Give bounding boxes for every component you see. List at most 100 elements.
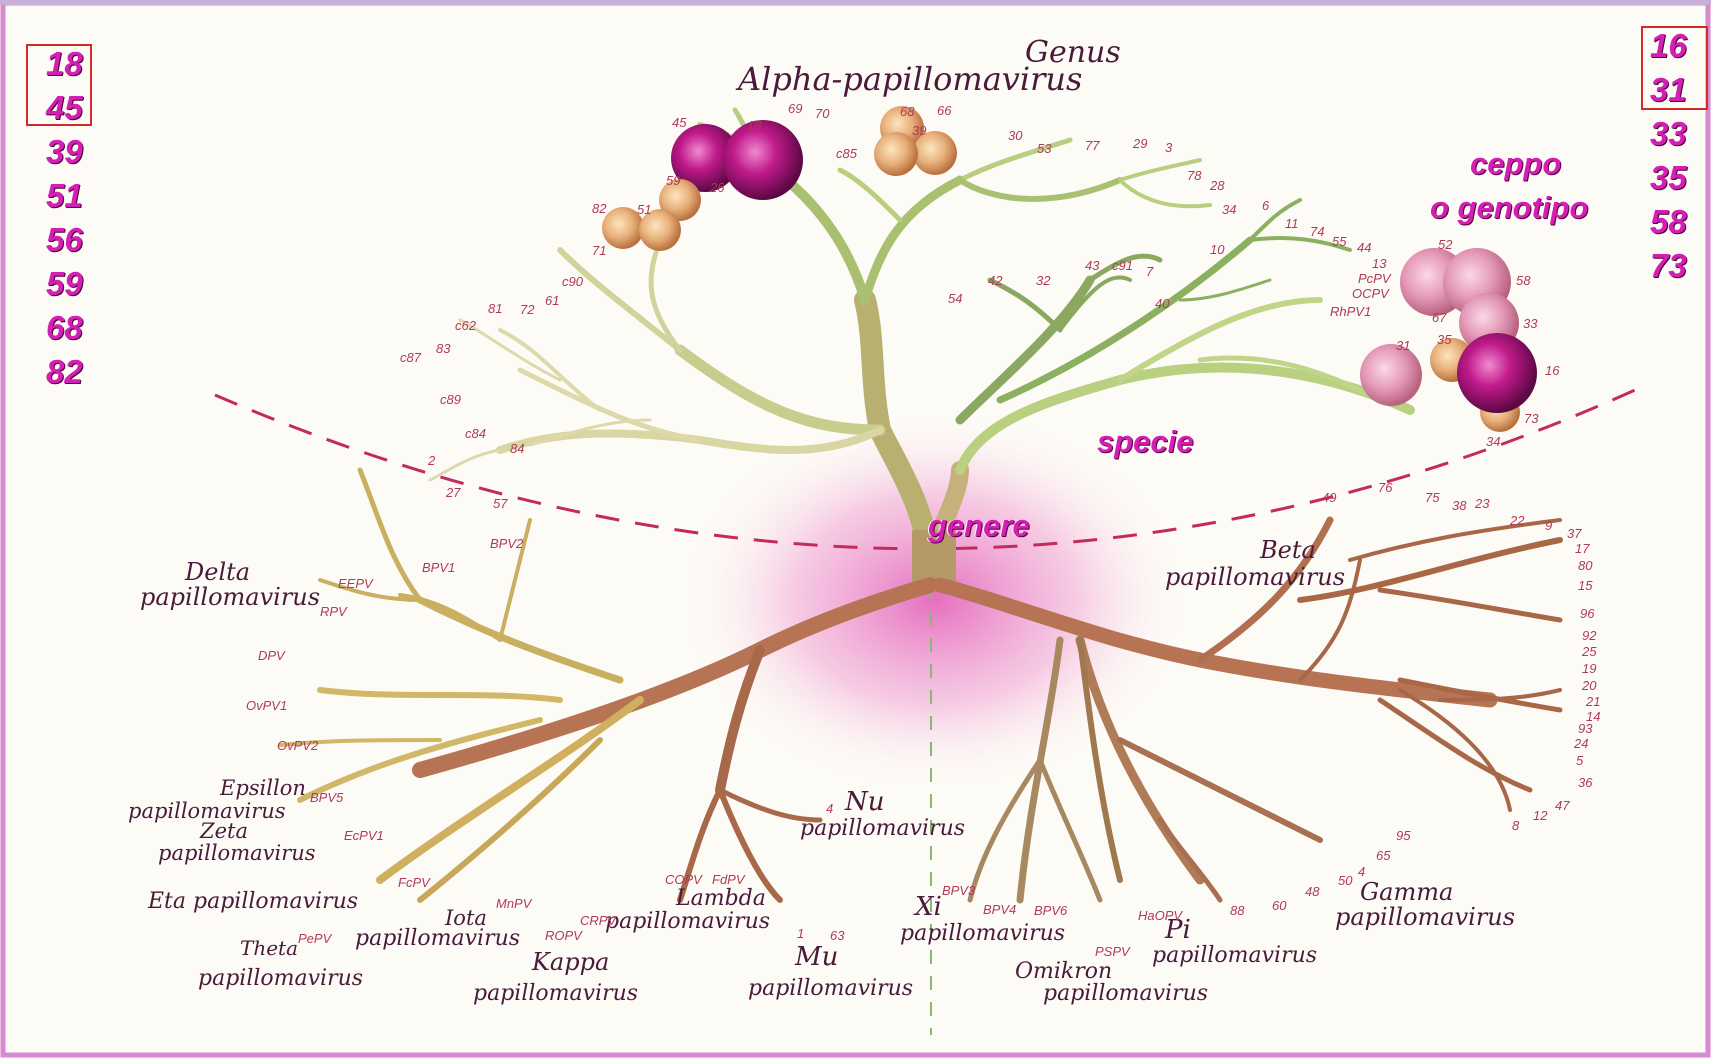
type-num: 36 bbox=[1578, 775, 1593, 790]
genotype-label: o genotipo bbox=[1430, 190, 1588, 226]
left-type-item: 18 bbox=[46, 42, 83, 86]
type-num: BPV3 bbox=[942, 883, 976, 898]
beta-label-2: papillomavirus bbox=[1165, 563, 1345, 591]
zeta-label-2: papillomavirus bbox=[158, 841, 316, 865]
type-num: 63 bbox=[830, 928, 845, 943]
type-num: c89 bbox=[440, 392, 461, 407]
type-num: 34 bbox=[1486, 434, 1500, 449]
type-num: PSPV bbox=[1095, 944, 1131, 959]
type-num: 68 bbox=[900, 104, 915, 119]
type-num: 95 bbox=[1396, 828, 1411, 843]
type-num: 96 bbox=[1580, 606, 1595, 621]
alpha-branches bbox=[430, 110, 1410, 555]
type-num: 17 bbox=[1575, 541, 1590, 556]
type-num: 52 bbox=[1438, 237, 1453, 252]
right-type-item: 35 bbox=[1650, 156, 1687, 200]
type-num: 65 bbox=[1376, 848, 1391, 863]
type-num: 11 bbox=[1285, 216, 1299, 231]
type-num: 84 bbox=[510, 441, 524, 456]
type-num: c84 bbox=[465, 426, 486, 441]
type-num: c87 bbox=[400, 350, 422, 365]
alpha-label: Alpha-papillomavirus bbox=[735, 60, 1082, 98]
type-num: 77 bbox=[1085, 138, 1100, 153]
type-num: 10 bbox=[1210, 242, 1225, 257]
type-num: 37 bbox=[1567, 526, 1582, 541]
type-num: 71 bbox=[592, 243, 606, 258]
type-num: RPV bbox=[320, 604, 348, 619]
type-num: 23 bbox=[1474, 496, 1490, 511]
genus-label: genere bbox=[928, 508, 1030, 544]
right-type-item: 33 bbox=[1650, 112, 1687, 156]
type-num: 92 bbox=[1582, 628, 1597, 643]
type-num: 20 bbox=[1581, 678, 1597, 693]
type-num: 50 bbox=[1338, 873, 1353, 888]
type-num: 16 bbox=[1545, 363, 1560, 378]
type-num: 35 bbox=[1437, 332, 1452, 347]
type-num: EEPV bbox=[338, 576, 374, 591]
nu-label-1: Nu bbox=[844, 787, 885, 817]
type-num: CRPV bbox=[580, 913, 617, 928]
top-strip bbox=[0, 0, 1711, 5]
type-num: 43 bbox=[1085, 258, 1100, 273]
type-num: 32 bbox=[1036, 273, 1051, 288]
zeta-label-1: Zeta bbox=[199, 819, 248, 843]
right-type-list: 16 31 33 35 58 73 bbox=[1650, 24, 1687, 288]
type-num: 34 bbox=[1222, 202, 1236, 217]
type-num: 40 bbox=[1155, 296, 1170, 311]
type-num: 49 bbox=[1322, 490, 1336, 505]
type-num: 15 bbox=[1578, 578, 1593, 593]
gamma-label-1: Gamma bbox=[1360, 878, 1453, 906]
type-num: 67 bbox=[1432, 310, 1447, 325]
type-num: 39 bbox=[912, 123, 926, 138]
type-num: 70 bbox=[815, 106, 830, 121]
nu-label-2: papillomavirus bbox=[800, 816, 965, 841]
gamma-label-2: papillomavirus bbox=[1335, 903, 1515, 931]
type-num: PcPV bbox=[1358, 271, 1392, 286]
theta-label-1: Theta bbox=[240, 936, 298, 960]
iota-label-2: papillomavirus bbox=[355, 926, 520, 951]
type-num: 48 bbox=[1305, 884, 1320, 899]
type-num: 26 bbox=[709, 180, 725, 195]
type-num: c85 bbox=[836, 146, 858, 161]
type-num: BPV1 bbox=[422, 560, 455, 575]
type-num: 66 bbox=[937, 103, 952, 118]
type-num: 53 bbox=[1037, 141, 1052, 156]
epsilon-label-1: Epsillon bbox=[219, 776, 306, 800]
type-num: 3 bbox=[1165, 140, 1173, 155]
type-num: 72 bbox=[520, 302, 535, 317]
type-num: ROPV bbox=[545, 928, 583, 943]
type-num: 21 bbox=[1585, 694, 1600, 709]
right-type-item: 31 bbox=[1650, 68, 1687, 112]
type-num: 83 bbox=[436, 341, 451, 356]
mu-label-2: papillomavirus bbox=[748, 976, 913, 1001]
type-num: 33 bbox=[1523, 316, 1538, 331]
type-num: EcPV1 bbox=[344, 828, 384, 843]
type-num: c62 bbox=[455, 318, 477, 333]
type-num: 13 bbox=[1372, 256, 1387, 271]
type-num: c91 bbox=[1112, 258, 1133, 273]
type-num: 69 bbox=[788, 101, 802, 116]
beta-label-1: Beta bbox=[1259, 536, 1316, 564]
type-num: 7 bbox=[1146, 264, 1154, 279]
type-num: 81 bbox=[488, 301, 502, 316]
type-num: 4 bbox=[826, 801, 833, 816]
type-num: 74 bbox=[1310, 224, 1324, 239]
omikron-label-2: papillomavirus bbox=[1043, 981, 1208, 1006]
type-num: 80 bbox=[1578, 558, 1593, 573]
type-num: 38 bbox=[1452, 498, 1467, 513]
type-num: 27 bbox=[445, 485, 461, 500]
type-num: 24 bbox=[1573, 736, 1588, 751]
type-num: 61 bbox=[545, 293, 559, 308]
type-num: OvPV2 bbox=[277, 738, 319, 753]
type-num: FcPV bbox=[398, 875, 431, 890]
left-type-item: 45 bbox=[46, 86, 83, 130]
type-num: 51 bbox=[637, 202, 651, 217]
type-num: FdPV bbox=[712, 872, 746, 887]
type-num: 30 bbox=[1008, 128, 1023, 143]
type-num: DPV bbox=[258, 648, 286, 663]
type-num: 25 bbox=[1581, 644, 1597, 659]
type-num: 6 bbox=[1262, 198, 1270, 213]
left-type-item: 68 bbox=[46, 306, 83, 350]
type-num: 59 bbox=[666, 173, 680, 188]
